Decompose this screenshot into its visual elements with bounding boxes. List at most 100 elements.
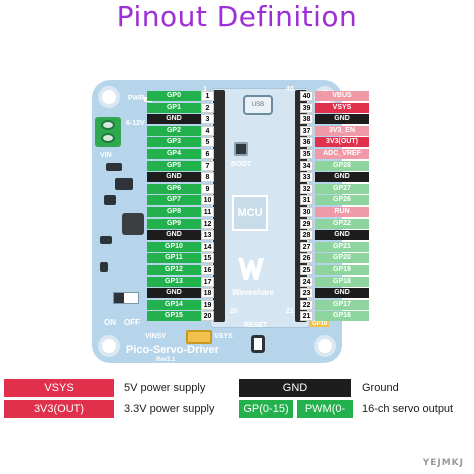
usb-port: USB [243,95,273,115]
pin-number: 35 [300,149,313,159]
pin-number: 1 [201,91,214,101]
pin-number: 23 [300,288,313,298]
legend-tag-gnd: GND [239,379,351,397]
pin-label: VSYS [315,103,369,113]
pin-number: 38 [300,114,313,124]
page-title: Pinout Definition [116,0,358,33]
on-label: ON [104,318,116,327]
pin-number: 8 [201,172,214,182]
pin-number: 2 [201,103,214,113]
pin-label: GP8 [147,207,201,217]
pin-number: 15 [201,253,214,263]
pin-label: GP13 [147,277,201,287]
mount-hole [98,86,120,108]
legend-tag-vsys: VSYS [4,379,114,397]
pin-label: GND [147,114,201,124]
pin-number: 39 [300,103,313,113]
pin-header-left [213,90,225,322]
pin-label: GP22 [315,219,369,229]
legend-desc-vsys: 5V power supply [124,382,206,394]
pin-label: GP17 [315,300,369,310]
pin-number: 19 [201,300,214,310]
brand-label: Waveshare [232,288,274,297]
pin-label: GP12 [147,265,201,275]
pin-number: 33 [300,172,313,182]
board-name: Pico-Servo-Driver [126,344,219,356]
pin-label: GP27 [315,184,369,194]
pin-number: 17 [201,277,214,287]
switch-knob [114,293,124,303]
pin-number: 20 [201,311,214,321]
pin-number: 36 [300,137,313,147]
pin-label: GP10 [147,242,201,252]
vsys-label: VSYS [214,333,233,340]
pin-number: 12 [201,219,214,229]
pin-label: 3V3_EN [315,126,369,136]
pin-number: 3 [201,114,214,124]
chip [104,195,116,205]
pin-label: GP18 [315,277,369,287]
pwr-label: PWR [128,95,145,102]
waveshare-logo-icon [238,258,264,280]
pin-label: GND [315,230,369,240]
power-switch[interactable] [113,292,139,304]
pin-number: 13 [201,230,214,240]
pin-label: GP4 [147,149,201,159]
boot-button[interactable] [234,142,248,156]
pin-number: 26 [300,253,313,263]
off-label: OFF [124,318,140,327]
pin-label: GP20 [315,253,369,263]
screw-icon [101,120,115,130]
legend-desc-gnd: Ground [362,382,399,394]
legend-tag-gp: GP(0-15) [239,400,293,418]
jumper[interactable] [186,330,212,344]
legend-tag-pwm: PWM(0-15) [297,400,353,433]
pin-number: 40 [300,91,313,101]
board-rev: Rev2.1 [156,357,176,363]
pin-number: 31 [300,195,313,205]
mount-hole [98,335,120,357]
legend-desc-gp: 16-ch servo output [362,403,454,415]
vin-label: VIN [100,152,112,159]
pin-number: 18 [201,288,214,298]
chip [115,178,133,190]
pin-label: RUN [315,207,369,217]
pin-number: 4 [201,126,214,136]
pin-label: GND [315,288,369,298]
pin-label: GP1 [147,103,201,113]
legend-tag-3v3: 3V3(OUT) [4,400,114,418]
chip [100,236,112,244]
pin-number: 11 [201,207,214,217]
pin-label: GP19 [315,265,369,275]
pin-number: 28 [300,230,313,240]
chip [100,262,108,272]
pin-label: GND [315,172,369,182]
pin-label: GND [147,230,201,240]
pin-label: GP14 [147,300,201,310]
pin-label: GP3 [147,137,201,147]
pin-label: GND [147,172,201,182]
power-terminal [95,117,121,147]
pin-label: GP16 [315,311,369,321]
pin-number: 5 [201,137,214,147]
watermark: YEJMKJ [422,458,464,468]
pin-number: 29 [300,219,313,229]
pin-number: 14 [201,242,214,252]
pin-label: ADC_VREF [315,149,369,159]
reset-label: RESET [244,322,268,329]
pin-number: 27 [300,242,313,252]
mcu-chip: MCU [232,195,268,231]
pin-number: 25 [300,265,313,275]
pin1-marker: 1 [203,86,207,93]
gp16-tag: GP16 [310,321,330,327]
pin-number: 37 [300,126,313,136]
mount-hole [314,335,336,357]
pin-number: 34 [300,161,313,171]
pin-number: 32 [300,184,313,194]
pin20-marker: 20 [230,308,238,315]
vinsv-label: VINSV [145,333,167,340]
pin-label: GP7 [147,195,201,205]
reset-button[interactable] [251,335,265,353]
pin-number: 22 [300,300,313,310]
voltage-label: 6-12V [126,120,145,127]
